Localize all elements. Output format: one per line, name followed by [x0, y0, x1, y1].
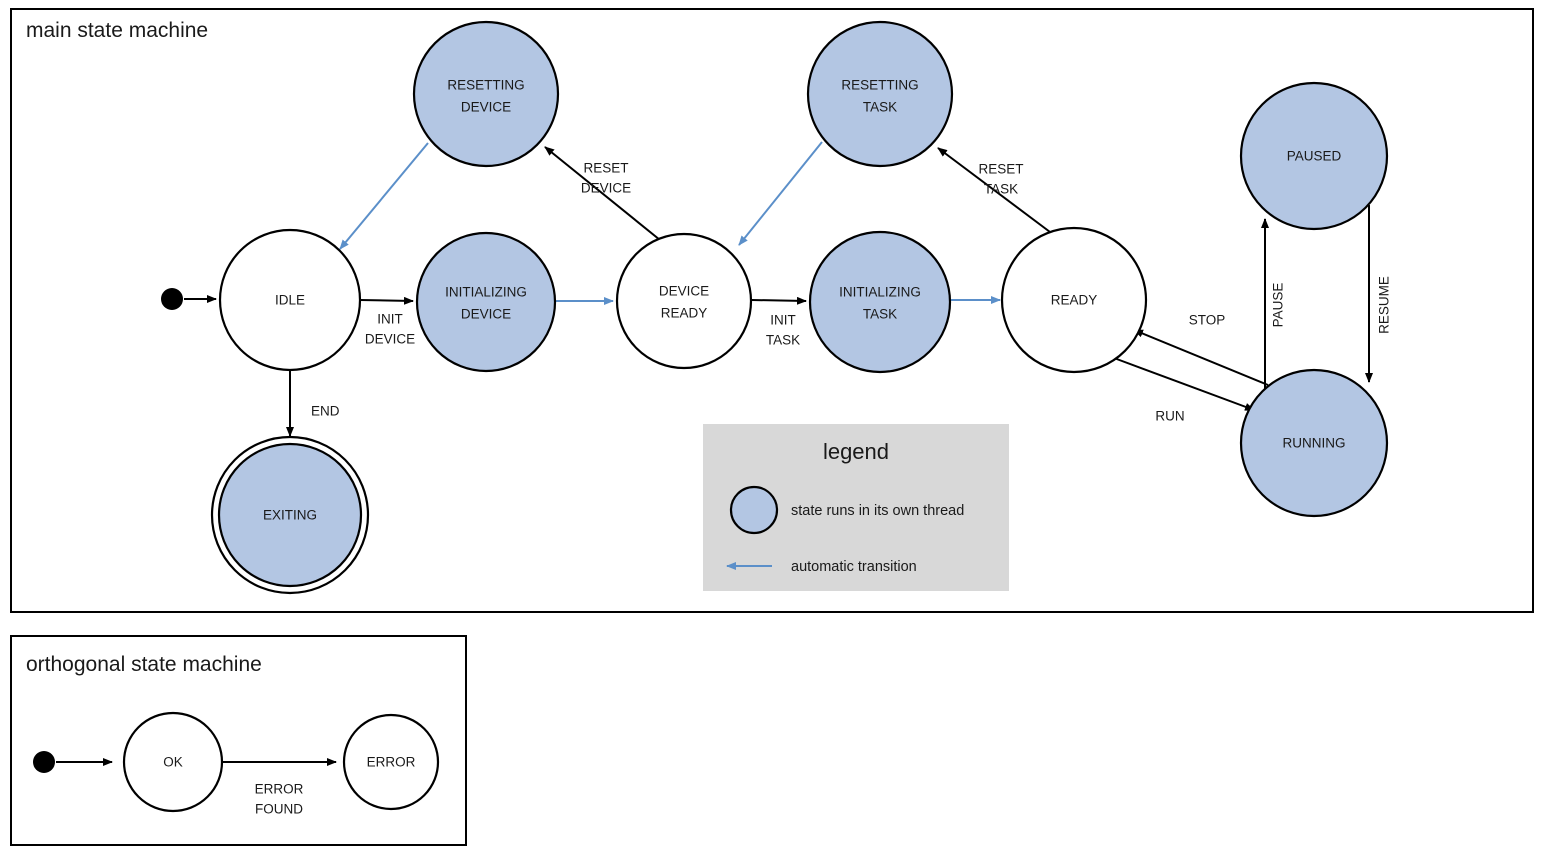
state-resetting-device-label-line1: RESETTING — [447, 78, 524, 93]
edge-label-init-task-line2: TASK — [766, 333, 800, 348]
state-error[interactable]: ERROR — [342, 713, 440, 811]
edge-resetting-device-to-idle — [339, 142, 429, 250]
state-device-ready-label-line1: DEVICE — [659, 284, 709, 299]
state-running[interactable]: RUNNING — [1239, 368, 1389, 518]
legend-title: legend — [823, 439, 889, 464]
edge-label-error-found-line1: ERROR — [255, 782, 304, 797]
edge-label-reset-task-line2: TASK — [984, 182, 1018, 197]
state-paused-label: PAUSED — [1287, 149, 1342, 164]
state-resetting-task-label-line1: RESETTING — [841, 78, 918, 93]
state-resetting-task[interactable]: RESETTING TASK — [806, 20, 954, 168]
state-initializing-device-circle[interactable] — [415, 231, 557, 373]
state-ready-circle[interactable] — [1000, 226, 1148, 374]
state-exiting-label: EXITING — [263, 508, 317, 523]
state-idle[interactable]: IDLE — [218, 228, 362, 372]
edge-ready-to-running — [1113, 357, 1255, 411]
state-initializing-device-label-line1: INITIALIZING — [445, 285, 527, 300]
edge-device-ready-to-initializing-task — [751, 296, 807, 305]
state-running-label: RUNNING — [1283, 436, 1346, 451]
legend-threaded-state-swatch-icon — [729, 485, 779, 535]
edge-label-reset-task: RESET TASK — [978, 162, 1023, 197]
state-resetting-device[interactable]: RESETTING DEVICE — [412, 20, 560, 168]
edge-running-to-ready — [1133, 329, 1269, 386]
main-state-machine-title: main state machine — [26, 19, 208, 42]
edge-label-init-device: INIT DEVICE — [365, 312, 415, 347]
edge-label-stop: STOP — [1189, 313, 1226, 328]
state-initializing-device[interactable]: INITIALIZING DEVICE — [415, 231, 557, 373]
edge-label-reset-device-line1: RESET — [583, 161, 628, 176]
state-paused-circle[interactable] — [1239, 81, 1389, 231]
state-paused[interactable]: PAUSED — [1239, 81, 1389, 231]
edge-label-init-task: INIT TASK — [766, 313, 800, 348]
legend-auto-transition-text: automatic transition — [791, 559, 917, 575]
edge-label-end: END — [311, 404, 340, 419]
state-initializing-task-circle[interactable] — [808, 230, 952, 374]
edge-label-run: RUN — [1155, 409, 1184, 424]
state-resetting-task-label-line2: TASK — [863, 100, 897, 115]
state-ready-label: READY — [1051, 293, 1098, 308]
edge-label-reset-device: RESET DEVICE — [581, 161, 631, 196]
state-initializing-device-label-line2: DEVICE — [461, 307, 511, 322]
state-initializing-task-label-line1: INITIALIZING — [839, 285, 921, 300]
state-resetting-device-label-line2: DEVICE — [461, 100, 511, 115]
state-running-circle[interactable] — [1239, 368, 1389, 518]
edge-label-resume: RESUME — [1377, 276, 1392, 334]
initial-pseudostate-icon — [161, 288, 183, 310]
state-initializing-task[interactable]: INITIALIZING TASK — [808, 230, 952, 374]
state-initializing-task-label-line2: TASK — [863, 307, 897, 322]
state-idle-circle[interactable] — [218, 228, 362, 372]
state-ok[interactable]: OK — [122, 711, 224, 813]
state-idle-label: IDLE — [275, 293, 305, 308]
edge-label-init-device-line2: DEVICE — [365, 332, 415, 347]
edge-resetting-task-to-device-ready — [738, 141, 823, 246]
edge-label-reset-task-line1: RESET — [978, 162, 1023, 177]
orthogonal-state-machine-title: orthogonal state machine — [26, 653, 262, 676]
edge-label-error-found-line2: FOUND — [255, 802, 303, 817]
state-ok-circle[interactable] — [122, 711, 224, 813]
state-exiting-circle[interactable] — [217, 442, 363, 588]
state-device-ready[interactable]: DEVICE READY — [615, 232, 753, 370]
edge-label-init-device-line1: INIT — [377, 312, 403, 327]
edge-label-pause: PAUSE — [1271, 283, 1286, 328]
edge-idle-to-initializing-device — [359, 296, 414, 305]
state-resetting-device-circle[interactable] — [412, 20, 560, 168]
state-ok-label: OK — [163, 755, 183, 770]
state-error-label: ERROR — [367, 755, 416, 770]
legend-threaded-state-text: state runs in its own thread — [791, 503, 964, 519]
state-device-ready-circle[interactable] — [615, 232, 753, 370]
edge-label-error-found: ERROR FOUND — [255, 782, 304, 817]
edge-ready-to-resetting-task — [937, 147, 1051, 233]
legend: legend state runs in its own thread auto… — [703, 424, 1009, 591]
state-exiting[interactable]: EXITING — [210, 435, 370, 595]
state-resetting-task-circle[interactable] — [806, 20, 954, 168]
edge-label-reset-device-line2: DEVICE — [581, 181, 631, 196]
orthogonal-initial-pseudostate-icon — [33, 751, 55, 773]
edge-label-init-task-line1: INIT — [770, 313, 796, 328]
edge-device-ready-to-resetting-device — [544, 146, 661, 241]
state-ready[interactable]: READY — [1000, 226, 1148, 374]
state-device-ready-label-line2: READY — [661, 306, 708, 321]
state-error-circle[interactable] — [342, 713, 440, 811]
